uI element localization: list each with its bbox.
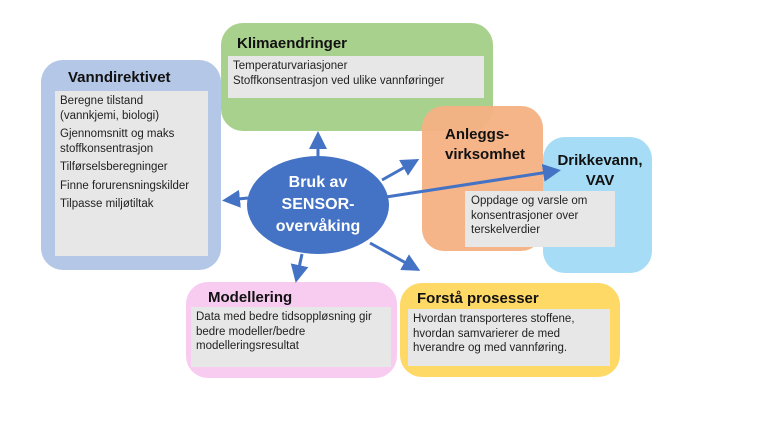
center-label: Bruk av SENSOR- overvåking (247, 172, 389, 238)
list-item: Gjennomsnitt og maks stoffkonsentrasjon (60, 128, 175, 155)
anleggsvirksomhet-title: Anleggs- virksomhet (445, 125, 525, 165)
anleggsvirksomhet-title-line: Anleggs- (445, 126, 510, 143)
arrow-to-anlegg (381, 159, 420, 182)
list-item: Finne forurensningskilder (60, 179, 190, 192)
list-item: Tilpasse miljøtiltak (60, 198, 154, 210)
klimaendringer-title: Klimaendringer (237, 35, 348, 52)
arrow-to-drikkevann (385, 163, 561, 199)
drikkevann-title-line: VAV (585, 172, 615, 189)
anleggsvirksomhet-title-line: virksomhet (445, 146, 526, 163)
list-item: Tilførselsberegninger (60, 161, 168, 173)
list-item: Beregne tilstand (vannkjemi, biologi) (60, 95, 160, 122)
list-item: Stoffkonsentrasjon ved ulike vannføringe… (233, 74, 445, 87)
modellering-title: Modellering (208, 289, 293, 306)
arrow-to-forsta (369, 241, 421, 271)
center-line: Bruk av (288, 174, 348, 191)
list-item: Temperaturvariasjoner (233, 60, 348, 72)
forsta-prosesser-panel: Hvordan transporteres stoffene, hvordan … (408, 309, 610, 366)
center-line: SENSOR- (281, 196, 355, 213)
center-line: overvåking (275, 218, 361, 235)
center-ellipse (247, 156, 389, 254)
arrow-to-modellering (290, 253, 309, 283)
drikkevann-title-line: Drikkevann, (557, 152, 643, 169)
modellering-panel: Data med bedre tidsoppløsning gir bedre … (191, 307, 391, 367)
vanndirektivet-panel: Beregne tilstand (vannkjemi, biologi) Gj… (55, 91, 208, 256)
drikkevann-panel: Oppdage og varsle om konsentrasjoner ove… (465, 191, 615, 247)
forsta-prosesser-title: Forstå prosesser (417, 290, 539, 307)
arrow-to-vanndirektivet (222, 189, 249, 208)
drikkevann-title: Drikkevann, VAV (555, 151, 645, 191)
vanndirektivet-title: Vanndirektivet (68, 69, 171, 86)
klimaendringer-panel: Temperaturvariasjoner Stoffkonsentrasjon… (228, 56, 484, 98)
